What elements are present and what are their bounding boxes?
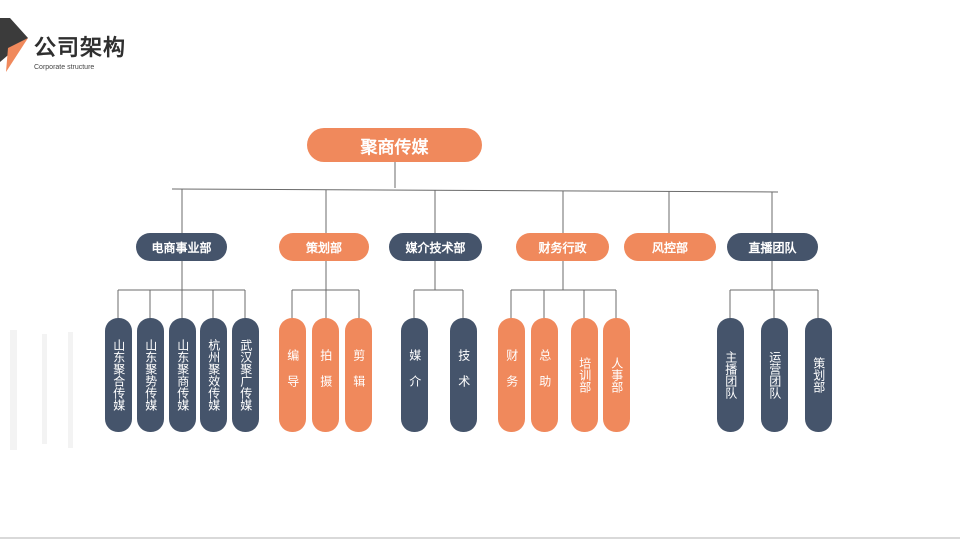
dept-risk-control: 风控部 — [624, 233, 716, 261]
dept-planning: 策划部 — [279, 233, 369, 261]
sub-node: 媒介 — [401, 318, 428, 432]
dept-livestream: 直播团队 — [727, 233, 818, 261]
root-node: 聚商传媒 — [307, 128, 482, 162]
sub-node: 人事部 — [603, 318, 630, 432]
page-subtitle: Corporate structure — [34, 64, 95, 71]
sub-node: 杭州聚效传媒 — [200, 318, 227, 432]
page-title: 公司架构 — [34, 36, 127, 61]
dept-media-tech: 媒介技术部 — [389, 233, 482, 261]
sub-node: 培训部 — [571, 318, 598, 432]
sub-node: 主播团队 — [717, 318, 744, 432]
sub-node: 编导 — [279, 318, 306, 432]
sub-node: 技术 — [450, 318, 477, 432]
sub-node: 拍摄 — [312, 318, 339, 432]
decorative-texture — [10, 330, 73, 450]
sub-node: 山东聚势传媒 — [137, 318, 164, 432]
dept-finance-admin: 财务行政 — [516, 233, 609, 261]
logo-arrow-icon — [0, 18, 28, 72]
dept-ecommerce: 电商事业部 — [136, 233, 227, 261]
sub-node: 山东聚合传媒 — [105, 318, 132, 432]
sub-node: 策划部 — [805, 318, 832, 432]
sub-node: 总助 — [531, 318, 558, 432]
bottom-divider — [0, 537, 960, 539]
sub-node: 运营团队 — [761, 318, 788, 432]
sub-node: 财务 — [498, 318, 525, 432]
sub-node: 剪辑 — [345, 318, 372, 432]
sub-node: 武汉聚广传媒 — [232, 318, 259, 432]
sub-node: 山东聚商传媒 — [169, 318, 196, 432]
